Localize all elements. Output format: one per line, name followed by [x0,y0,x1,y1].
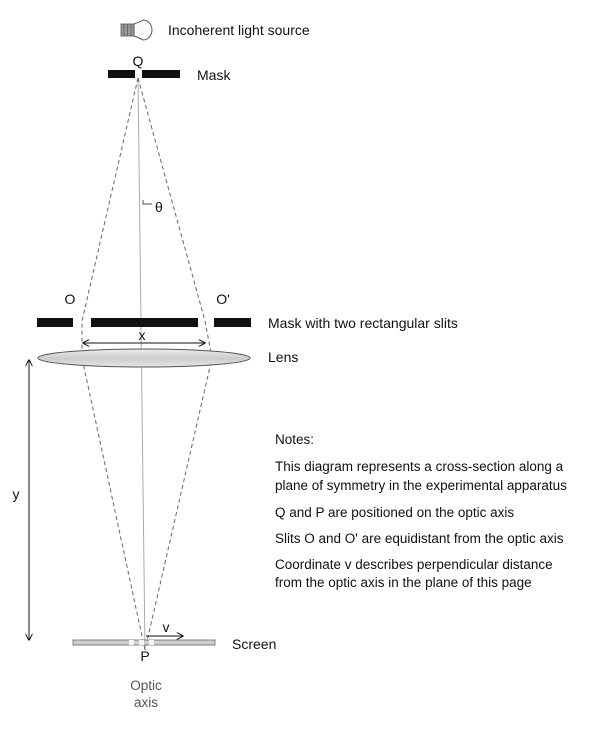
theta-arc [142,200,152,205]
slit-o-label: O [65,291,76,307]
note-4-line-2: from the optic axis in the plane of this… [275,575,532,590]
note-1-line-2: plane of symmetry in the experimental ap… [275,478,567,493]
slit-mask-right-bar [214,318,251,327]
lens-label: Lens [268,349,298,365]
point-p-label: P [140,648,149,664]
note-2-line-1: Q and P are positioned on the optic axis [275,505,514,520]
slit-mask-label: Mask with two rectangular slits [268,315,458,331]
optic-axis-label-line-1: Optic [130,678,162,693]
note-3-line-1: Slits O and O' are equidistant from the … [275,531,564,546]
slit-mask-center-bar [91,318,198,327]
screen-label: Screen [232,636,276,652]
v-coordinate-label: v [163,619,170,635]
point-q-label: Q [133,53,144,69]
note-1-line-1: This diagram represents a cross-section … [275,459,564,474]
ray-right [137,77,213,651]
notes-block: Notes: This diagram represents a cross-s… [275,432,567,590]
optic-axis-label-line-2: axis [134,695,158,710]
top-mask-label: Mask [197,67,231,83]
theta-label: θ [155,199,163,215]
light-source-label: Incoherent light source [168,22,310,38]
top-mask-right-bar [142,70,180,78]
light-bulb-icon [120,19,153,41]
slit-o-prime-label: O' [216,291,230,307]
fringe-2 [139,640,144,645]
note-4-line-1: Coordinate v describes perpendicular dis… [275,557,553,572]
ray-left [81,77,146,651]
lens-shape [37,348,251,368]
notes-heading: Notes: [275,432,314,447]
slit-mask-left-bar [37,318,73,327]
fringe-1 [129,640,134,645]
x-dimension-label: x [139,327,146,343]
fringe-3 [149,640,154,645]
y-dimension-label: y [13,486,20,502]
top-mask-left-bar [108,70,135,78]
